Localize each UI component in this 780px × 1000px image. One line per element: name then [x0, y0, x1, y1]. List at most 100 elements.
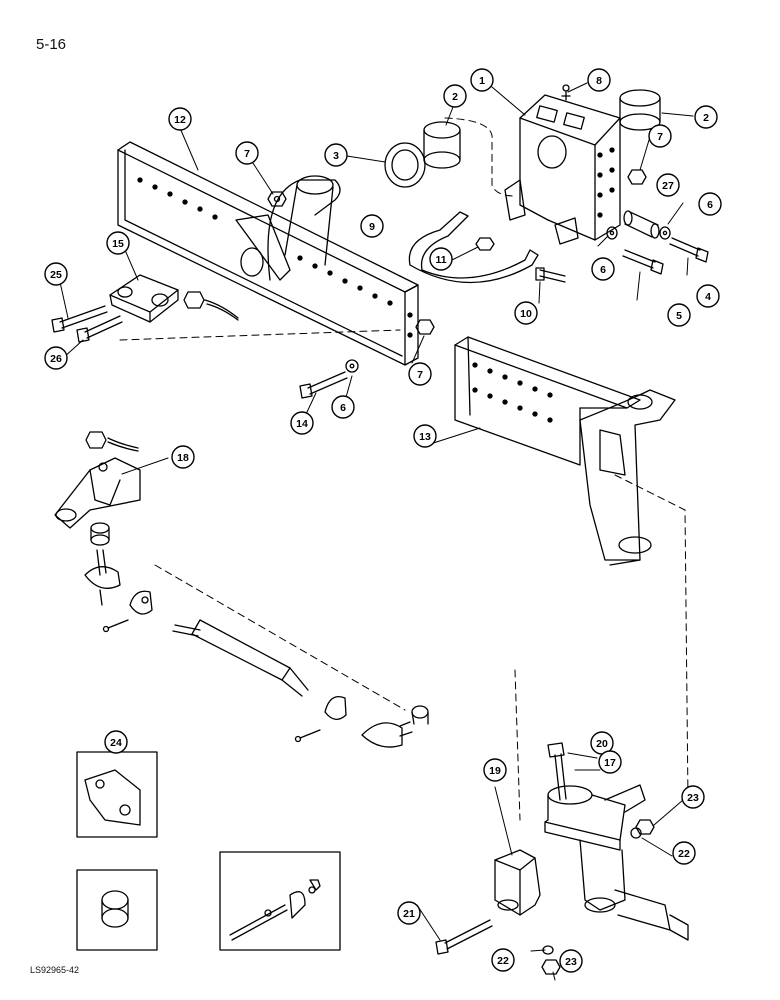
svg-text:5: 5: [676, 310, 682, 322]
assembly-guide-lines: [119, 117, 689, 821]
bolt: [669, 237, 709, 263]
callout-23-right: 23: [681, 785, 705, 809]
callout-6-low: 6: [331, 395, 355, 419]
svg-text:13: 13: [419, 431, 431, 443]
callout-12: 12: [168, 107, 192, 131]
thrust-washer: [384, 142, 426, 188]
svg-text:15: 15: [112, 238, 124, 250]
svg-text:18: 18: [177, 452, 189, 464]
svg-text:27: 27: [662, 180, 674, 192]
spindle: [544, 784, 689, 941]
callout-18: 18: [171, 445, 195, 469]
callout-23-bottom: 23: [559, 949, 583, 973]
nut: [627, 169, 647, 185]
callout-22-right: 22: [672, 841, 696, 865]
callout-21: 21: [397, 901, 421, 925]
inset-clamp-assembly: [229, 879, 321, 941]
svg-text:22: 22: [497, 955, 509, 967]
svg-text:24: 24: [110, 737, 122, 749]
svg-text:9: 9: [369, 221, 375, 233]
bolt: [76, 315, 123, 343]
svg-text:19: 19: [489, 765, 501, 777]
svg-text:20: 20: [596, 738, 608, 750]
callout-19: 19: [483, 758, 507, 782]
nut: [415, 319, 435, 335]
callout-5: 5: [667, 303, 691, 327]
nut: [267, 191, 287, 207]
tie-rod-end-upper: [84, 549, 121, 606]
svg-text:7: 7: [657, 131, 663, 143]
svg-text:1: 1: [479, 75, 485, 87]
grease-fitting: [561, 84, 571, 101]
callout-27: 27: [656, 173, 680, 197]
callout-6-mid: 6: [591, 257, 615, 281]
washer: [345, 359, 359, 373]
bolt: [299, 371, 348, 399]
svg-text:11: 11: [435, 254, 446, 266]
figure-code: LS92965-42: [30, 965, 80, 975]
clamp-bolt: [102, 619, 129, 633]
clamp: [324, 695, 347, 720]
svg-text:12: 12: [174, 114, 186, 126]
clamp-bolt: [294, 729, 321, 743]
castle-nut: [85, 431, 107, 449]
callout-2-right: 2: [694, 105, 718, 129]
sleeve: [90, 522, 110, 546]
washer: [659, 226, 671, 240]
callout-9: 9: [360, 214, 384, 238]
svg-text:26: 26: [50, 353, 62, 365]
svg-text:23: 23: [565, 956, 577, 968]
inset-steering-arm: [84, 769, 141, 826]
svg-text:6: 6: [600, 264, 606, 276]
leader-lines: [59, 82, 694, 981]
svg-text:14: 14: [296, 418, 308, 430]
callout-6-right: 6: [698, 192, 722, 216]
cotter-pin: [107, 437, 139, 452]
callout-7-mid: 7: [408, 362, 432, 386]
callout-2-left: 2: [443, 84, 467, 108]
u-bolt-strap: [408, 211, 539, 284]
callout-7-right: 7: [648, 124, 672, 148]
svg-text:23: 23: [687, 792, 699, 804]
callout-4: 4: [696, 284, 720, 308]
callout-15: 15: [106, 231, 130, 255]
svg-text:3: 3: [333, 150, 339, 162]
spindle-arm-bracket: [494, 849, 541, 916]
callout-3: 3: [324, 143, 348, 167]
svg-text:22: 22: [678, 848, 690, 860]
svg-text:17: 17: [604, 757, 616, 769]
callout-24: 24: [104, 730, 128, 754]
svg-text:4: 4: [705, 291, 711, 303]
callout-labels: 1 2 2 3 8 7 7 27 6 6 4 5 10 9 11 12 15 2…: [44, 68, 722, 973]
tie-rod-link: [109, 274, 179, 323]
nut: [635, 819, 655, 835]
bushing-left: [423, 121, 461, 169]
washer: [606, 226, 618, 240]
callout-22-bottom: 22: [491, 948, 515, 972]
svg-text:7: 7: [417, 369, 423, 381]
tie-rod-end-lower: [361, 721, 413, 748]
callout-14: 14: [290, 411, 314, 435]
svg-text:2: 2: [703, 112, 709, 124]
callout-26: 26: [44, 346, 68, 370]
callout-1: 1: [470, 68, 494, 92]
inset-castle-nut: [101, 890, 129, 928]
svg-text:21: 21: [403, 908, 415, 920]
bolt: [622, 249, 664, 275]
castle-nut: [183, 291, 205, 309]
page-number: 5-16: [36, 36, 67, 53]
bolt: [547, 742, 567, 801]
callout-8: 8: [587, 68, 611, 92]
callout-17: 17: [598, 750, 622, 774]
callout-13: 13: [413, 424, 437, 448]
inset-frame: [76, 751, 341, 951]
steering-arm: [54, 457, 141, 529]
axle-extension: [454, 336, 676, 566]
bolt: [535, 267, 566, 283]
bolt: [51, 305, 108, 333]
bolt: [435, 919, 493, 955]
callout-11: 11: [429, 247, 453, 271]
axle-center-beam: [117, 141, 419, 366]
callout-10: 10: [514, 301, 538, 325]
